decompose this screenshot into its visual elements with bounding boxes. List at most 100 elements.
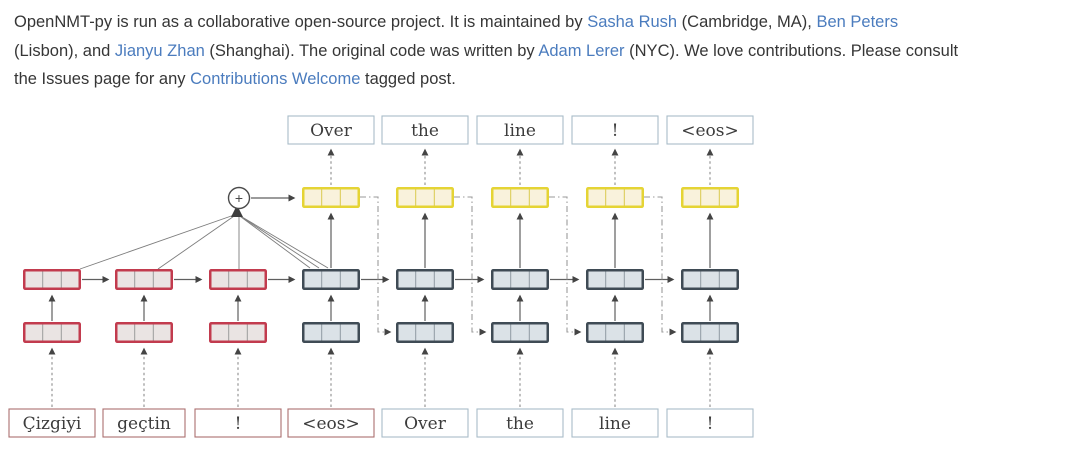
attention-box bbox=[492, 188, 548, 207]
decoder-hidden-box bbox=[492, 270, 548, 289]
decoder-hidden-box bbox=[682, 270, 738, 289]
feedback-path bbox=[454, 196, 487, 336]
paragraph-line-2: (Lisbon), and Jianyu Zhan (Shanghai). Th… bbox=[14, 37, 1080, 66]
decoder-embed-box bbox=[303, 323, 359, 342]
encoder-hidden-box bbox=[210, 270, 266, 289]
input-word-rect bbox=[8, 408, 96, 438]
plus-glyph: + bbox=[235, 190, 243, 206]
decoder-hidden-box bbox=[397, 270, 453, 289]
output-word-label: the bbox=[411, 121, 439, 141]
input-word-rect bbox=[381, 408, 469, 438]
input-word-rect bbox=[102, 408, 186, 438]
attention-box bbox=[303, 188, 359, 207]
attention-to-output-arrows bbox=[327, 148, 714, 185]
input-word-rect bbox=[287, 408, 375, 438]
input-word-box: geçtin bbox=[102, 408, 186, 438]
input-word-rect bbox=[194, 408, 282, 438]
encoder-hidden-box bbox=[116, 270, 172, 289]
attention-line-enc2 bbox=[157, 213, 238, 270]
input-word-rect bbox=[571, 408, 659, 438]
input-word-label: ! bbox=[707, 414, 714, 434]
input-word-label: <eos> bbox=[302, 414, 360, 434]
output-word-rect bbox=[287, 115, 375, 145]
intro-paragraph: OpenNMT-py is run as a collaborative ope… bbox=[14, 8, 1080, 94]
encoder-boxes bbox=[24, 270, 266, 342]
input-word-box: ! bbox=[194, 408, 282, 438]
attention-line-dec-c bbox=[236, 213, 329, 269]
encoder-embed-box bbox=[24, 323, 80, 342]
decoder-embed-box bbox=[682, 323, 738, 342]
output-word-label: <eos> bbox=[681, 121, 739, 141]
text-segment: (Shanghai). The original code was writte… bbox=[204, 41, 539, 60]
decoder-hidden-box bbox=[587, 270, 643, 289]
output-word-box: ! bbox=[571, 115, 659, 145]
output-word-box: <eos> bbox=[666, 115, 754, 145]
input-word-rect bbox=[476, 408, 564, 438]
paragraph-line-1: OpenNMT-py is run as a collaborative ope… bbox=[14, 8, 1080, 37]
input-word-label: Çizgiyi bbox=[23, 414, 82, 434]
encoder-embed-box bbox=[116, 323, 172, 342]
feedback-path bbox=[360, 196, 392, 336]
attention-line-enc1 bbox=[79, 213, 238, 270]
output-word-label: line bbox=[504, 121, 536, 141]
output-word-box: line bbox=[476, 115, 564, 145]
input-word-row: Çizgiyi geçtin ! <eos> Over the bbox=[8, 408, 754, 438]
paragraph-line-3: the Issues page for any Contributions We… bbox=[14, 65, 1080, 94]
link-adam-lerer[interactable]: Adam Lerer bbox=[538, 41, 625, 60]
text-segment: (Lisbon), and bbox=[14, 41, 115, 60]
encoder-hidden-box bbox=[24, 270, 80, 289]
attention-context-boxes bbox=[303, 188, 738, 207]
input-word-label: ! bbox=[235, 414, 242, 434]
input-word-label: the bbox=[506, 414, 534, 434]
attention-box bbox=[397, 188, 453, 207]
text-segment: (Cambridge, MA), bbox=[677, 13, 817, 31]
input-word-label: geçtin bbox=[117, 414, 171, 434]
attention-lines bbox=[79, 205, 329, 270]
text-segment: (NYC). We love contributions. Please con… bbox=[624, 41, 959, 60]
link-jianyu-zhan[interactable]: Jianyu Zhan bbox=[114, 41, 205, 60]
prediction-feedback-paths bbox=[360, 196, 677, 336]
input-word-box: ! bbox=[666, 408, 754, 438]
output-word-rect bbox=[571, 115, 659, 145]
attention-box bbox=[682, 188, 738, 207]
input-word-label: Over bbox=[404, 414, 447, 434]
decoder-embed-box bbox=[397, 323, 453, 342]
output-word-rect bbox=[476, 115, 564, 145]
link-sasha-rush[interactable]: Sasha Rush bbox=[587, 13, 678, 31]
attention-box bbox=[587, 188, 643, 207]
input-word-box: the bbox=[476, 408, 564, 438]
feedback-path bbox=[549, 196, 582, 336]
input-word-box: Over bbox=[381, 408, 469, 438]
output-word-box: Over bbox=[287, 115, 375, 145]
hidden-to-attention-arrows bbox=[327, 212, 714, 268]
text-segment: the Issues page for any bbox=[14, 70, 191, 89]
input-word-label: line bbox=[599, 414, 631, 434]
word-to-embed-arrows bbox=[48, 347, 714, 407]
input-word-rect bbox=[666, 408, 754, 438]
link-ben-peters[interactable]: Ben Peters bbox=[816, 13, 899, 31]
plus-circle bbox=[227, 186, 251, 210]
input-word-box: Çizgiyi bbox=[8, 408, 96, 438]
link-contributions-welcome[interactable]: Contributions Welcome bbox=[190, 70, 361, 89]
encoder-embed-box bbox=[210, 323, 266, 342]
text-segment: OpenNMT-py is run as a collaborative ope… bbox=[14, 13, 588, 31]
attention-arrowhead bbox=[231, 205, 243, 217]
text-segment: tagged post. bbox=[360, 70, 456, 89]
embed-to-hidden-arrows bbox=[48, 294, 714, 321]
attention-sum-node: + bbox=[227, 186, 296, 210]
output-word-rect bbox=[381, 115, 469, 145]
output-word-rect bbox=[666, 115, 754, 145]
feedback-path bbox=[644, 196, 677, 336]
decoder-hidden-box bbox=[303, 270, 359, 289]
decoder-embed-box bbox=[492, 323, 548, 342]
output-word-label: ! bbox=[612, 121, 619, 141]
input-word-box: <eos> bbox=[287, 408, 375, 438]
output-word-box: the bbox=[381, 115, 469, 145]
decoder-embed-box bbox=[587, 323, 643, 342]
output-word-label: Over bbox=[310, 121, 353, 141]
output-word-row: Over the line ! <eos> bbox=[287, 115, 754, 145]
attention-line-dec-b bbox=[236, 213, 320, 269]
attention-line-dec-a bbox=[236, 213, 311, 269]
